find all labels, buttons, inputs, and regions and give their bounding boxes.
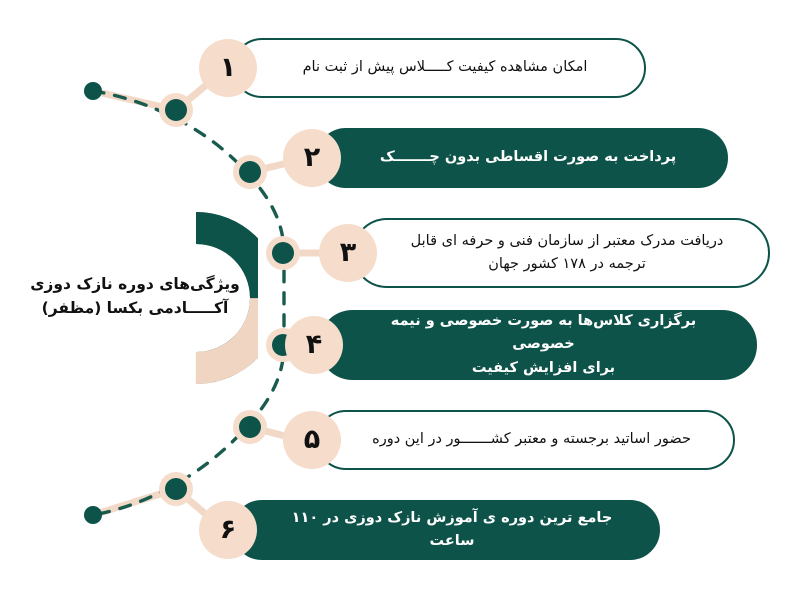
feature-pill-2[interactable]: پرداخت به صورت اقساطی بدون چـــــــک bbox=[316, 128, 728, 188]
feature-badge-4[interactable]: ۴ bbox=[285, 316, 343, 374]
path-node-6 bbox=[159, 472, 193, 506]
feature-pill-5[interactable]: حضور اساتید برجسته و معتبر کشـــــــور د… bbox=[316, 410, 735, 470]
feature-pill-3[interactable]: دریافت مدرک معتبر از سازمان فنی و حرفه ا… bbox=[352, 218, 770, 288]
feature-number-3: ۳ bbox=[339, 236, 357, 268]
feature-number-4: ۴ bbox=[305, 328, 323, 360]
feature-pill-4[interactable]: برگزاری کلاس‌ها به صورت خصوصی و نیمه خصو… bbox=[318, 310, 757, 380]
path-node-1 bbox=[159, 93, 193, 127]
feature-text-5-line-1: حضور اساتید برجسته و معتبر کشـــــــور د… bbox=[372, 431, 691, 448]
feature-badge-2[interactable]: ۲ bbox=[283, 129, 341, 187]
feature-badge-6[interactable]: ۶ bbox=[199, 501, 257, 559]
path-node-core bbox=[239, 416, 261, 438]
feature-text-3-line-2: ترجمه در ۱۷۸ کشور جهان bbox=[488, 256, 646, 272]
feature-number-1: ۱ bbox=[219, 51, 237, 83]
title-line-1: ویژگی‌های دوره نازک دوزی bbox=[30, 275, 240, 293]
feature-pill-6[interactable]: جامع ترین دوره ی آموزش نازک دوزی در ۱۱۰ … bbox=[232, 500, 660, 560]
path-node-core bbox=[165, 478, 187, 500]
feature-text-4-line-2: برای افزایش کیفیت bbox=[471, 359, 616, 376]
feature-text-2-line-1: پرداخت به صورت اقساطی بدون چـــــــک bbox=[379, 149, 677, 166]
feature-text-6-line-1: جامع ترین دوره ی آموزش نازک دوزی در ۱۱۰ … bbox=[291, 509, 613, 549]
feature-badge-5[interactable]: ۵ bbox=[283, 411, 341, 469]
feature-badge-3[interactable]: ۳ bbox=[319, 224, 377, 282]
feature-text-3-line-1: دریافت مدرک معتبر از سازمان فنی و حرفه ا… bbox=[410, 232, 724, 249]
path-end-dot-top bbox=[84, 82, 102, 100]
dashed-curve bbox=[91, 89, 286, 517]
feature-badge-1[interactable]: ۱ bbox=[199, 39, 257, 97]
feature-text-1-line-1: امکان مشاهده کیفیت کـــــلاس پیش از ثبت … bbox=[302, 59, 588, 76]
path-node-core bbox=[239, 161, 261, 183]
infographic-title: ویژگی‌های دوره نازک دوزی آکـــــادمی بکس… bbox=[20, 272, 250, 320]
path-node-5 bbox=[233, 410, 267, 444]
path-node-core bbox=[272, 242, 294, 264]
path-node-core bbox=[165, 99, 187, 121]
feature-number-2: ۲ bbox=[303, 141, 321, 173]
path-node-2 bbox=[233, 155, 267, 189]
feature-number-6: ۶ bbox=[219, 513, 237, 545]
feature-number-5: ۵ bbox=[303, 423, 321, 455]
path-node-3 bbox=[266, 236, 300, 270]
feature-pill-1[interactable]: امکان مشاهده کیفیت کـــــلاس پیش از ثبت … bbox=[232, 38, 646, 98]
title-line-2: آکـــــادمی بکسا (مظفر) bbox=[41, 299, 229, 318]
path-end-dot-bottom bbox=[84, 506, 102, 524]
feature-text-4-line-1: برگزاری کلاس‌ها به صورت خصوصی و نیمه خصو… bbox=[390, 313, 697, 353]
